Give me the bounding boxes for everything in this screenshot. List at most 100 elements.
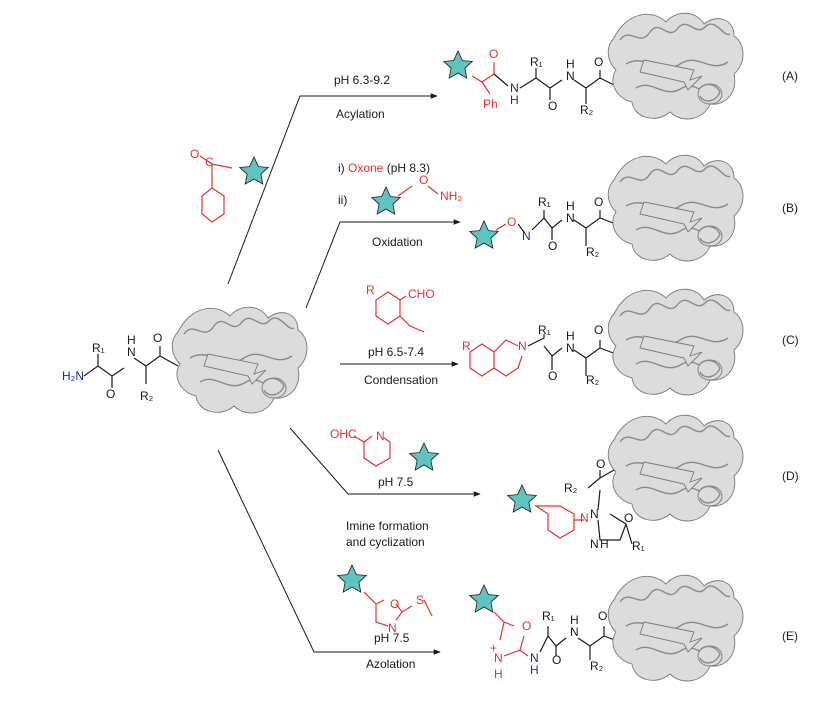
svg-text:O: O bbox=[548, 99, 557, 113]
reagent-d: OHC N bbox=[330, 427, 439, 471]
conditions-a: pH 6.3-9.2 bbox=[334, 73, 390, 87]
svg-text:NH₂: NH₂ bbox=[440, 189, 462, 203]
reagent-e: O S N bbox=[337, 564, 433, 635]
start-n: N bbox=[127, 345, 136, 359]
svg-text:O: O bbox=[598, 609, 607, 623]
star-tag-icon bbox=[507, 484, 537, 513]
svg-text:N: N bbox=[518, 339, 527, 353]
svg-text:O: O bbox=[390, 597, 399, 611]
svg-text:R₂: R₂ bbox=[580, 103, 594, 117]
svg-text:Ph: Ph bbox=[483, 97, 498, 111]
conditions-c: pH 6.5-7.4 bbox=[368, 345, 424, 359]
label-b: (B) bbox=[782, 201, 798, 215]
reaction-a: pH 6.3-9.2 Acylation O C O Ph N H O R₁ N… bbox=[190, 12, 798, 223]
svg-text:N: N bbox=[570, 625, 579, 639]
name-d-2: and cyclization bbox=[346, 535, 425, 549]
svg-text:O: O bbox=[596, 457, 605, 471]
reaction-b: i) Oxone (pH 8.3) ii) Oxidation O NH₂ O … bbox=[338, 154, 798, 262]
svg-text:O: O bbox=[624, 511, 633, 525]
svg-text:CHO: CHO bbox=[408, 287, 435, 301]
svg-text:N: N bbox=[566, 69, 575, 83]
svg-text:N: N bbox=[580, 511, 589, 525]
name-c: Condensation bbox=[364, 373, 438, 387]
start-o2: O bbox=[153, 331, 162, 345]
star-tag-icon bbox=[469, 220, 499, 249]
svg-text:O: O bbox=[548, 369, 557, 383]
svg-text:R: R bbox=[462, 339, 471, 353]
svg-text:R₁: R₁ bbox=[632, 539, 645, 553]
reaction-c: R CHO pH 6.5-7.4 Condensation R N R₁ N H… bbox=[364, 283, 799, 396]
protein-ribbon-icon bbox=[607, 414, 744, 522]
start-o1: O bbox=[106, 387, 115, 401]
reagent-a: O C bbox=[190, 147, 269, 223]
conditions-b-2: ii) bbox=[338, 193, 347, 207]
svg-text:N: N bbox=[566, 341, 575, 355]
star-tag-icon bbox=[371, 186, 401, 215]
name-a: Acylation bbox=[336, 107, 385, 121]
svg-text:H: H bbox=[600, 537, 609, 551]
protein-ribbon-icon bbox=[607, 12, 744, 120]
svg-text:O: O bbox=[552, 653, 561, 667]
name-b: Oxidation bbox=[372, 235, 423, 249]
svg-text:O: O bbox=[548, 239, 557, 253]
svg-text:N: N bbox=[376, 429, 385, 443]
label-e: (E) bbox=[782, 629, 798, 643]
reaction-d: OHC N pH 7.5 Imine formation and cycliza… bbox=[330, 414, 799, 553]
svg-text:R₂: R₂ bbox=[586, 373, 600, 387]
svg-text:N: N bbox=[590, 507, 599, 521]
svg-text:O: O bbox=[489, 47, 498, 61]
svg-text:R₂: R₂ bbox=[564, 481, 578, 495]
svg-text:+: + bbox=[490, 641, 497, 655]
svg-text:N: N bbox=[530, 651, 539, 665]
svg-text:OHC: OHC bbox=[330, 427, 357, 441]
start-h: H bbox=[127, 333, 136, 347]
conditions-d: pH 7.5 bbox=[378, 475, 414, 489]
star-tag-icon bbox=[443, 50, 473, 79]
product-b: O N R₁ N H O O R₂ bbox=[469, 154, 744, 262]
svg-text:H: H bbox=[530, 663, 539, 677]
svg-text:O: O bbox=[190, 147, 199, 161]
protein-ribbon-icon bbox=[171, 306, 308, 414]
svg-text:N: N bbox=[388, 621, 397, 635]
svg-text:S: S bbox=[416, 593, 424, 607]
svg-text:R₁: R₁ bbox=[538, 195, 551, 209]
star-tag-icon bbox=[409, 442, 439, 471]
svg-text:N: N bbox=[522, 229, 531, 243]
protein-ribbon-icon bbox=[607, 288, 744, 396]
conditions-e: pH 7.5 bbox=[374, 631, 410, 645]
svg-text:H: H bbox=[494, 667, 503, 681]
svg-text:R₂: R₂ bbox=[586, 245, 600, 259]
product-a: O Ph N H O R₁ N H O R₂ bbox=[443, 12, 744, 120]
svg-text:H: H bbox=[570, 613, 579, 627]
svg-text:O: O bbox=[522, 619, 531, 633]
name-d-1: Imine formation bbox=[346, 519, 429, 533]
svg-text:R₁: R₁ bbox=[538, 323, 551, 337]
conditions-b-1: i) Oxone (pH 8.3) bbox=[338, 161, 430, 175]
svg-text:R₁: R₁ bbox=[530, 55, 543, 69]
start-r2: R₂ bbox=[140, 389, 154, 403]
svg-text:O: O bbox=[594, 323, 603, 337]
reaction-e: O S N pH 7.5 Azolation O + N H N H R₁ N … bbox=[337, 564, 798, 682]
reaction-arrows bbox=[217, 93, 481, 655]
star-tag-icon bbox=[337, 564, 367, 593]
svg-text:R: R bbox=[366, 283, 375, 297]
svg-text:N: N bbox=[590, 537, 599, 551]
product-c: R N R₁ N H O O R₂ bbox=[462, 288, 744, 396]
svg-text:R₂: R₂ bbox=[590, 659, 604, 673]
reagent-b: O NH₂ bbox=[371, 173, 462, 215]
star-tag-icon bbox=[239, 156, 269, 185]
svg-text:O: O bbox=[594, 55, 603, 69]
name-e: Azolation bbox=[366, 657, 415, 671]
svg-text:O: O bbox=[507, 215, 516, 229]
svg-text:O: O bbox=[419, 173, 428, 187]
protein-ribbon-icon bbox=[607, 574, 744, 682]
svg-text:H: H bbox=[566, 329, 575, 343]
svg-text:N: N bbox=[494, 651, 503, 665]
label-d: (D) bbox=[782, 469, 799, 483]
start-r1: R₁ bbox=[92, 341, 105, 355]
star-tag-icon bbox=[469, 584, 499, 613]
start-h2n: H₂N bbox=[62, 369, 84, 383]
svg-text:R₁: R₁ bbox=[542, 609, 555, 623]
label-a: (A) bbox=[782, 69, 798, 83]
svg-text:N: N bbox=[566, 211, 575, 225]
